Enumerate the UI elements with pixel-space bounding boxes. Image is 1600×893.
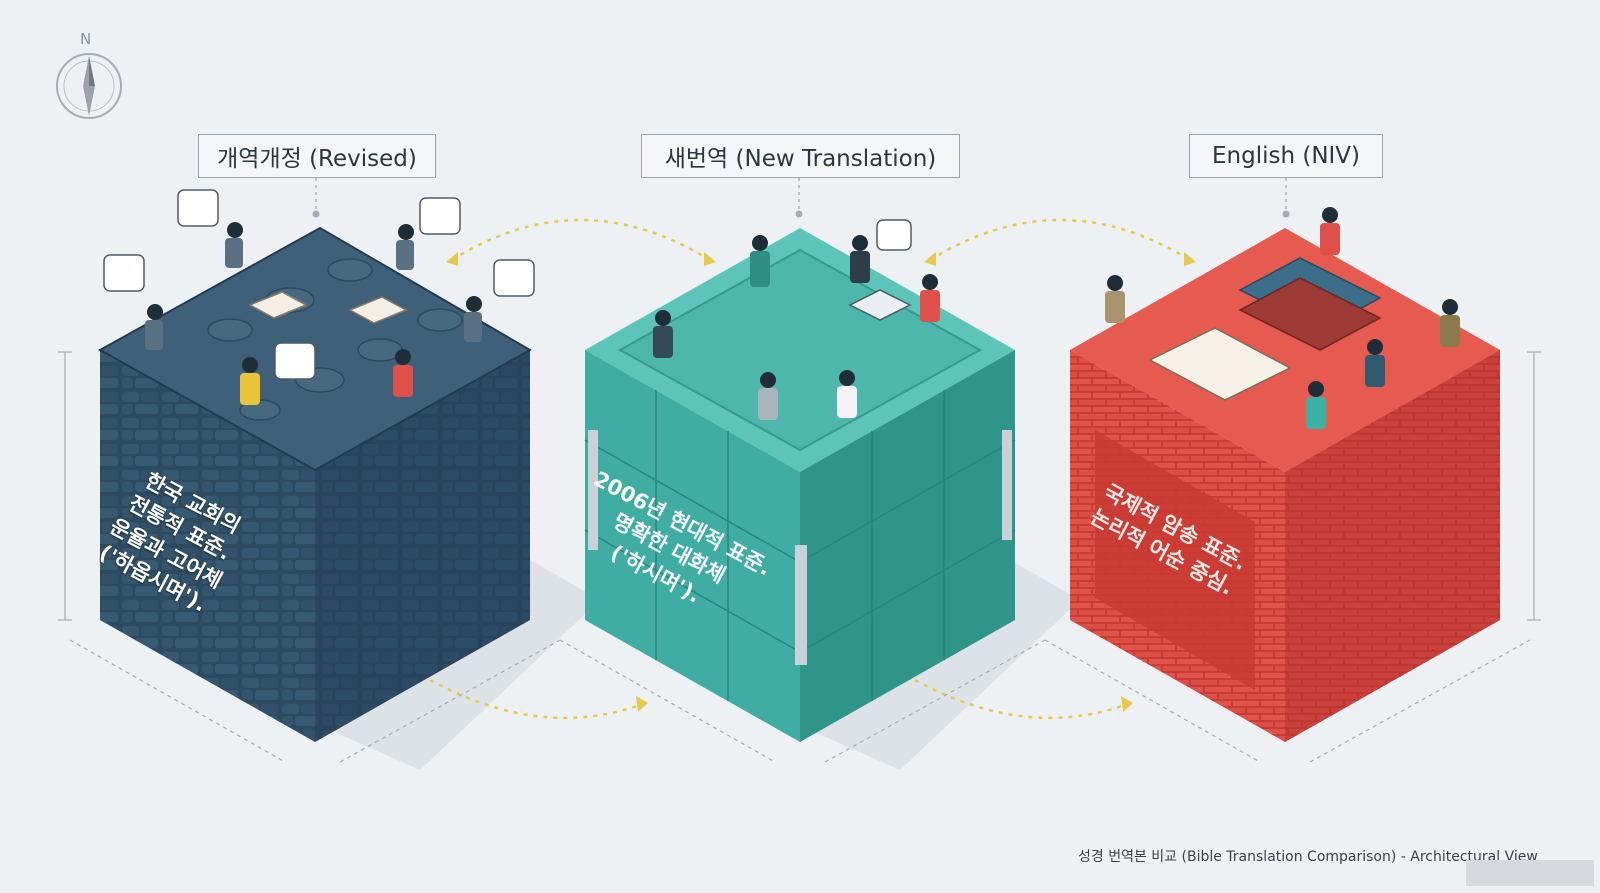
compass-north-label: N <box>80 30 92 48</box>
speech-bubbles <box>103 189 912 380</box>
dimension-lines <box>58 351 1541 763</box>
compass-icon <box>56 53 122 119</box>
block-new-translation <box>584 228 1016 742</box>
block-label-new-translation: 새번역 (New Translation) <box>641 134 960 178</box>
footer-caption: 성경 번역본 비교 (Bible Translation Comparison)… <box>1078 849 1538 865</box>
connector-arrows <box>429 218 1191 720</box>
block-niv <box>1070 228 1500 742</box>
footer-corner-box <box>1466 860 1594 886</box>
leader-lines <box>315 178 1287 213</box>
block-label-revised: 개역개정 (Revised) <box>198 134 436 178</box>
people-figures <box>145 207 1460 429</box>
block-label-niv: English (NIV) <box>1189 134 1383 178</box>
